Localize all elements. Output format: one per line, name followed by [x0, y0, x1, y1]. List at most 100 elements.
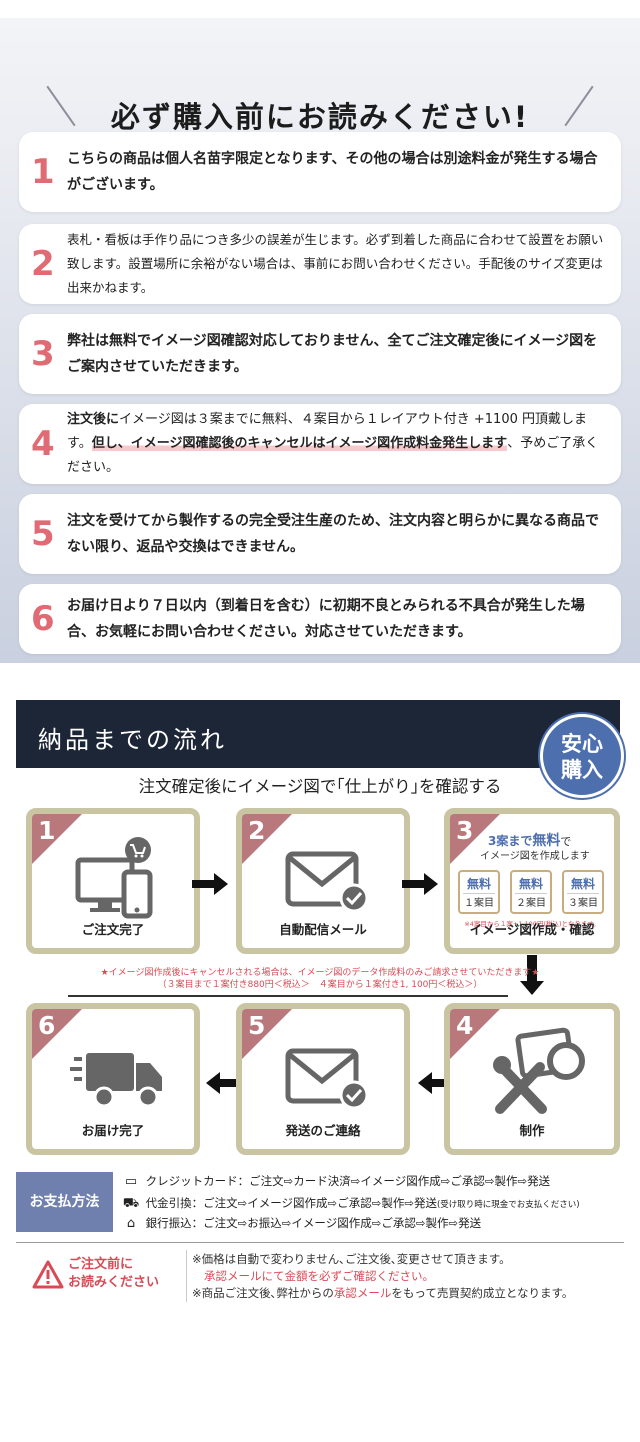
item-text: 注文後にイメージ図は３案までに無料、４案目から１レイアウト付き +1100 円頂…	[67, 408, 605, 480]
step-number: 5	[248, 1011, 266, 1040]
step-corner	[450, 814, 500, 864]
flow-step-5: 5 発送のご連絡	[236, 1003, 410, 1155]
payment-row-credit: ▭ クレジットカード：ご注文⇨カード決済⇨イメージ図作成⇨ご承認⇨製作⇨発送	[120, 1173, 550, 1189]
step-corner	[32, 814, 82, 864]
notice-title: 必ず購入前にお読みください!	[110, 100, 530, 134]
flow-header: 納品までの流れ	[16, 700, 620, 768]
step3-note: ※4案目から１案+1,100円(税込)となります。	[464, 920, 600, 928]
badge-line-2: 購入	[561, 758, 603, 782]
bank-transfer-icon: ⌂	[126, 1216, 136, 1231]
notice-item-6: 6 お届け日より７日以内（到着日を含む）に初期不良とみられる不具合が発生した場合…	[19, 584, 621, 654]
item-number: 4	[31, 424, 55, 464]
item-number: 5	[31, 514, 55, 554]
item-text: 注文を受けてから製作するの完全受注生産のため、注文内容と明らかに異なる商品でない…	[67, 513, 599, 555]
step-corner	[32, 1009, 82, 1059]
notice-section: 必ず購入前にお読みください! 1 こちらの商品は個人名苗字限定となります、その他…	[0, 18, 640, 663]
payment-row-bank: ⌂ 銀行振込：ご注文⇨お振込⇨イメージ図作成⇨ご承認⇨製作⇨発送	[120, 1215, 481, 1231]
step-corner	[242, 814, 292, 864]
cancel-note-line-1: ★イメージ図作成後にキャンセルされる場合は、イメージ図のデータ作成料のみご請求さ…	[100, 968, 540, 978]
credit-card-icon: ▭	[124, 1174, 138, 1189]
step3-head-a: 3案まで	[488, 834, 533, 848]
proposal-free-label: 無料	[567, 875, 599, 894]
cash-on-delivery-icon: ⛟	[122, 1196, 140, 1211]
payment-text: クレジットカード：ご注文⇨カード決済⇨イメージ図作成⇨ご承認⇨製作⇨発送	[145, 1174, 551, 1188]
warning-line-2: 承認メールにて金額を必ずご確認ください。	[204, 1269, 434, 1283]
item-text: こちらの商品は個人名苗字限定となります、その他の場合は別途料金が発生する場合がご…	[67, 151, 598, 193]
flow-step-1: 1 ご注文完了	[26, 808, 200, 954]
warning-box: ご注文前に お読みください	[24, 1252, 184, 1300]
tools-icon	[493, 1027, 585, 1114]
mail-check-icon	[285, 1048, 369, 1110]
arrow-down-icon	[520, 955, 544, 995]
warning-line-3a: ※商品ご注文後､弊社からの	[192, 1286, 334, 1300]
step-label: 発送のご連絡	[285, 1123, 361, 1138]
step-label: お届け完了	[81, 1123, 145, 1138]
proposal-index: １案目	[464, 898, 494, 909]
step-corner	[242, 1009, 292, 1059]
payment-method-label: お支払方法	[16, 1172, 113, 1232]
badge-line-1: 安心	[561, 732, 603, 756]
payment-small-note: (受け取り時に現金でお支払ください)	[436, 1200, 580, 1210]
warning-line-3: ※商品ご注文後､弊社からの承認メールをもって売買契約成立となります。	[192, 1285, 573, 1302]
notice-item-3: 3 弊社は無料でイメージ図確認対応しておりません、全てご注文確定後にイメージ図を…	[19, 314, 621, 394]
warning-line-3c: をもって売買契約成立となります。	[391, 1286, 574, 1300]
cancel-fee-note: ★イメージ図作成後にキャンセルされる場合は、イメージ図のデータ作成料のみご請求さ…	[20, 967, 620, 991]
payment-text: 代金引換：ご注文⇨イメージ図作成⇨ご承認⇨製作⇨発送	[145, 1196, 437, 1210]
flow-step-2: 2 自動配信メール	[236, 808, 410, 954]
divider	[68, 995, 508, 997]
mail-check-icon	[285, 851, 369, 913]
warning-line-1: ※価格は自動で変わりません､ご注文後､変更させて頂きます。	[192, 1252, 511, 1266]
cancel-note-line-2: （３案目まで１案付き880円＜税込＞ ４案目から１案付き1, 100円＜税込＞）	[157, 980, 483, 990]
step-number: 4	[456, 1011, 474, 1040]
warning-text: ※価格は自動で変わりません､ご注文後､変更させて頂きます。 承認メールにて金額を…	[192, 1251, 573, 1302]
warning-title-line-2: お読みください	[68, 1275, 160, 1290]
item-number: 1	[31, 152, 55, 192]
item-text: 表札・看板は手作り品につき多少の誤差が生じます。必ず到着した商品に合わせて設置を…	[67, 232, 604, 295]
step-number: 1	[38, 816, 56, 845]
proposal-free-label: 無料	[515, 875, 547, 894]
item-number: 2	[31, 244, 55, 284]
item-text-tail: 、予めご了承ください。	[67, 436, 599, 475]
step-label: ご注文完了	[81, 922, 145, 937]
proposal-index: ３案目	[568, 898, 598, 909]
step-label: 自動配信メール	[279, 922, 367, 937]
notice-item-5: 5 注文を受けてから製作するの完全受注生産のため、注文内容と明らかに異なる商品で…	[19, 494, 621, 574]
warning-title: ご注文前に お読みください	[68, 1256, 159, 1292]
arrow-left-icon	[206, 1072, 242, 1094]
step-label: 制作	[519, 1123, 545, 1138]
item-text: お届け日より７日以内（到着日を含む）に初期不良とみられる不具合が発生した場合、お…	[67, 598, 585, 640]
step-corner	[450, 1009, 500, 1059]
divider	[16, 1242, 624, 1243]
flow-header-title: 納品までの流れ	[38, 726, 227, 754]
safe-purchase-badge: 安心 購入	[540, 714, 624, 798]
arrow-left-icon	[418, 1072, 454, 1094]
delivery-truck-icon	[70, 1053, 162, 1108]
warning-separator	[186, 1250, 187, 1302]
notice-item-4: 4 注文後にイメージ図は３案までに無料、４案目から１レイアウト付き +1100 …	[19, 404, 621, 484]
notice-item-2: 2 表札・看板は手作り品につき多少の誤差が生じます。必ず到着した商品に合わせて設…	[19, 224, 621, 304]
flow-step-4: 4 制作	[444, 1003, 620, 1155]
step3-subhead: イメージ図を作成します	[480, 851, 590, 862]
item-text-bold: 注文後に	[67, 412, 120, 427]
step3-headline: 3案まで無料で	[488, 830, 571, 850]
flow-subtitle: 注文確定後にイメージ図で｢仕上がり｣を確認する	[138, 777, 502, 796]
payment-text: 銀行振込：ご注文⇨お振込⇨イメージ図作成⇨ご承認⇨製作⇨発送	[145, 1216, 482, 1230]
devices-cart-icon	[75, 837, 153, 919]
step-number: 3	[456, 816, 474, 845]
item-text: 弊社は無料でイメージ図確認対応しておりません、全てご注文確定後にイメージ図をご案…	[67, 333, 598, 375]
item-number: 6	[31, 599, 55, 639]
notice-item-1: 1 こちらの商品は個人名苗字限定となります、その他の場合は別途料金が発生する場合…	[19, 132, 621, 212]
proposal-2: 無料 ２案目	[510, 870, 552, 914]
flow-step-6: 6 お届け完了	[26, 1003, 200, 1155]
proposal-3: 無料 ３案目	[562, 870, 604, 914]
item-text-highlight: 但し、イメージ図確認後のキャンセルはイメージ図作成料金発生します	[91, 436, 508, 451]
step3-head-free: 無料	[532, 833, 561, 849]
proposal-index: ２案目	[516, 898, 546, 909]
warning-line-3b: 承認メール	[333, 1286, 392, 1300]
item-number: 3	[31, 334, 55, 374]
step-label: イメージ図作成・確認	[469, 922, 595, 937]
step3-head-c: で	[560, 835, 572, 848]
warning-icon	[32, 1260, 64, 1289]
payment-row-cod: ⛟ 代金引換：ご注文⇨イメージ図作成⇨ご承認⇨製作⇨発送(受け取り時に現金でお支…	[120, 1195, 580, 1213]
arrow-right-icon	[192, 873, 228, 895]
